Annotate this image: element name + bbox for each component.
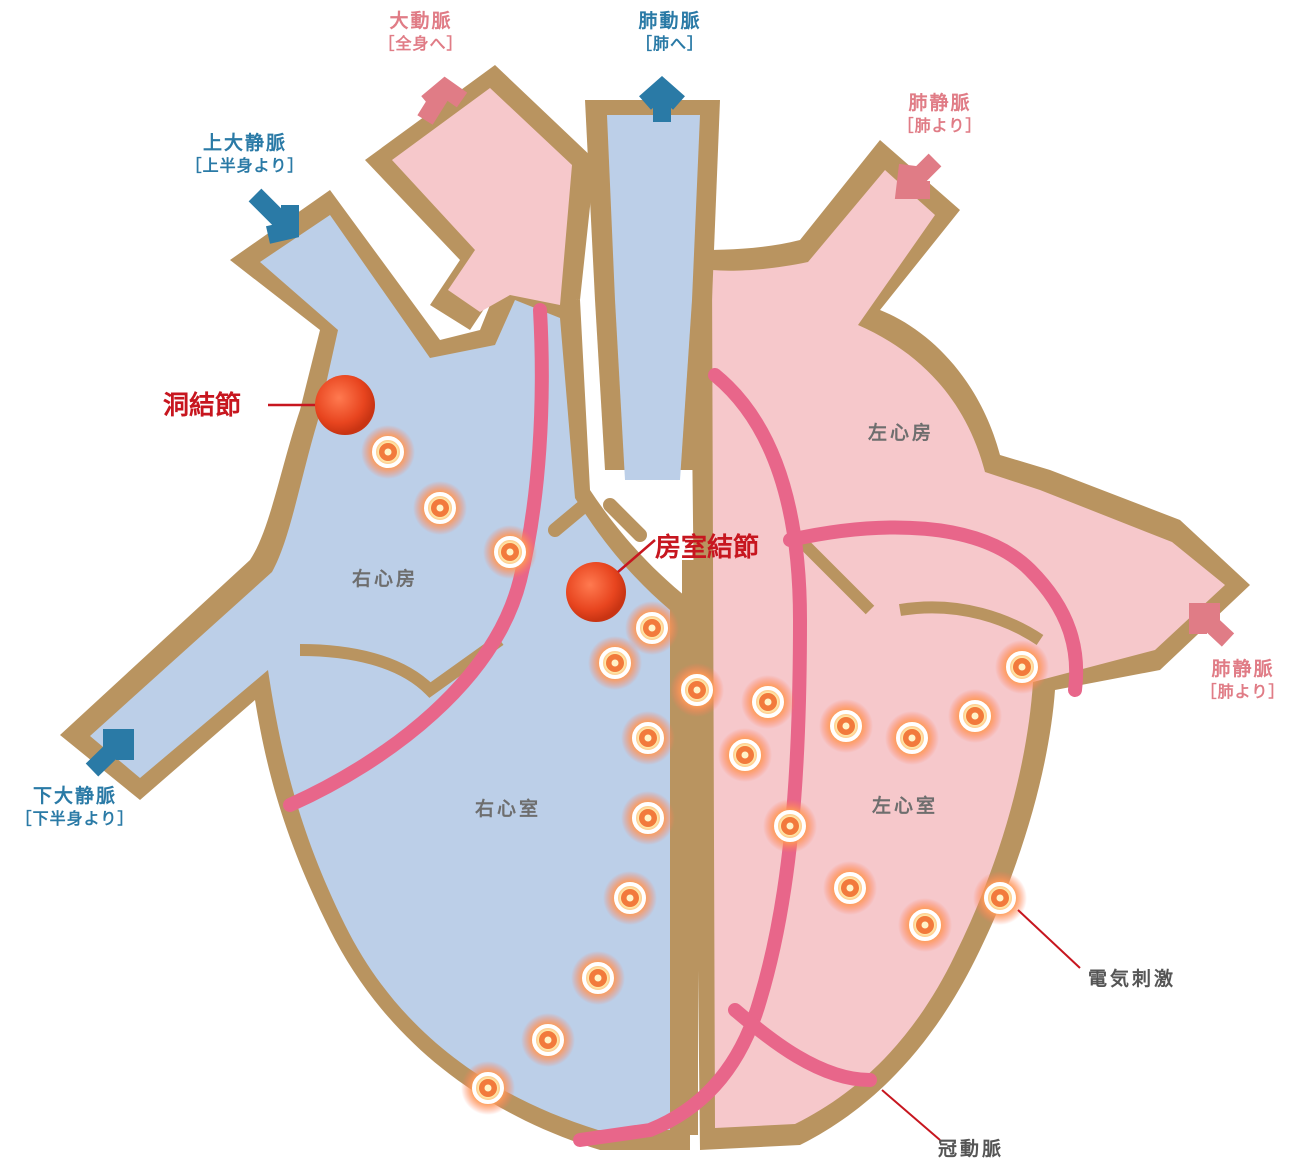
electric-stimulus-dot	[413, 481, 467, 535]
pulmonary-vein-right-label: 肺静脈 ［肺より］	[1195, 658, 1291, 702]
electric-stimulus-dot	[621, 711, 675, 765]
inferior-vena-cava-name: 下大静脈	[0, 785, 150, 809]
electric-stimulus-dot	[461, 1061, 515, 1115]
coronary-leader-line	[882, 1090, 940, 1140]
sinoatrial-node-label: 洞結節	[163, 390, 241, 423]
coronary-artery-label: 冠動脈	[938, 1138, 1004, 1162]
atrioventricular-node	[566, 562, 626, 622]
electric-stimulus-dot	[763, 799, 817, 853]
electric-stimulus-dot	[718, 728, 772, 782]
inferior-vena-cava-label: 下大静脈 ［下半身より］	[0, 785, 150, 829]
pulmonary-vein-top-name: 肺静脈	[885, 92, 995, 116]
pulmonary-artery-sub: ［肺へ］	[620, 34, 720, 54]
left-ventricle-label: 左心室	[872, 795, 938, 819]
electric-stimulus-dot	[361, 425, 415, 479]
electric-stimulus-dot	[995, 640, 1049, 694]
pulmonary-vein-top-label: 肺静脈 ［肺より］	[885, 92, 995, 136]
electric-stimulus-dot	[741, 675, 795, 729]
inferior-vena-cava-sub: ［下半身より］	[0, 809, 150, 829]
electric-stimulus-dot	[973, 871, 1027, 925]
pulmonary-artery-label: 肺動脈 ［肺へ］	[620, 10, 720, 54]
pulmonary-vein-right-name: 肺静脈	[1195, 658, 1291, 682]
electric-stimulus-dot	[483, 525, 537, 579]
electric-stimulus-dot	[823, 861, 877, 915]
superior-vena-cava-label: 上大静脈 ［上半身より］	[170, 132, 320, 176]
electric-stimulus-dot	[885, 711, 939, 765]
pulmonary-vein-right-sub: ［肺より］	[1195, 682, 1291, 702]
electric-stimulus-dot	[948, 689, 1002, 743]
pulmonary-artery-name: 肺動脈	[620, 10, 720, 34]
pulmonary-vein-top-sub: ［肺より］	[885, 116, 995, 136]
electric-stimulus-label: 電気刺激	[1088, 968, 1176, 992]
pulmonary-vein-right-arrow-icon	[1198, 612, 1228, 640]
electric-stimulus-dot	[621, 791, 675, 845]
aorta-name: 大動脈	[366, 10, 476, 34]
atrioventricular-node-label: 房室結節	[655, 532, 759, 565]
sinoatrial-node	[315, 375, 375, 435]
superior-vena-cava-name: 上大静脈	[170, 132, 320, 156]
electric-stimulus-dot	[588, 636, 642, 690]
electric-stimulus-dot	[670, 663, 724, 717]
electric-stimulus-dot	[571, 951, 625, 1005]
electric-stimulus-dot	[898, 898, 952, 952]
aorta-label: 大動脈 ［全身へ］	[366, 10, 476, 54]
left-atrium-label: 左心房	[868, 422, 934, 446]
superior-vena-cava-sub: ［上半身より］	[170, 156, 320, 176]
right-atrium-label: 右心房	[352, 568, 418, 592]
stimulus-leader-line	[1018, 910, 1080, 968]
right-ventricle-label: 右心室	[475, 798, 541, 822]
electric-stimulus-dot	[819, 699, 873, 753]
aorta-sub: ［全身へ］	[366, 34, 476, 54]
superior-vena-cava-arrow-icon	[255, 195, 290, 235]
electric-stimulus-dot	[521, 1013, 575, 1067]
electric-stimulus-dot	[603, 871, 657, 925]
